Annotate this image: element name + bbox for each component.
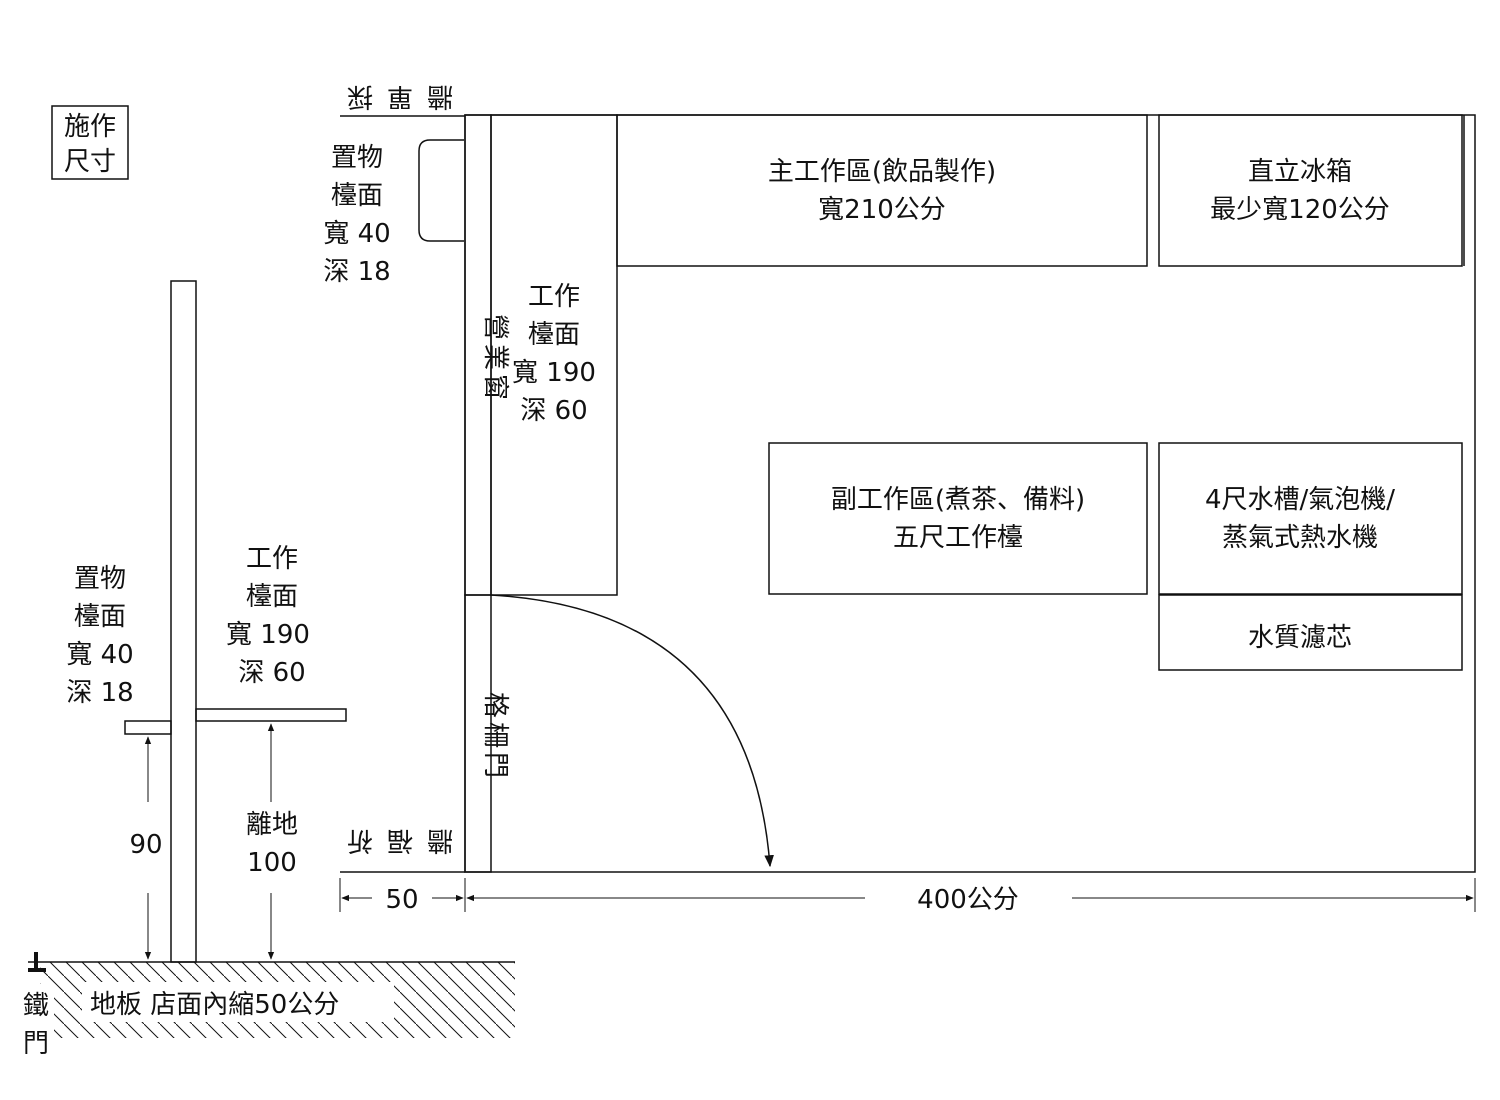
- main-work-area: [616, 114, 1148, 267]
- sink: [1158, 442, 1463, 595]
- floor-label: 地板 店面內縮50公分: [90, 990, 339, 1020]
- work-counter-label-2: 檯面: [528, 320, 580, 350]
- elevation-counter-label-2: 檯面: [246, 582, 298, 612]
- service-window-char-2: 業: [480, 344, 510, 370]
- sub-work-area-label-1: 副工作區(煮茶、備料): [831, 485, 1085, 515]
- work-counter-label-4: 深 60: [520, 396, 587, 426]
- fridge: [1158, 114, 1463, 267]
- elevation-shelf-label-2: 檯面: [74, 602, 126, 632]
- service-window-char-1: 營: [480, 314, 510, 340]
- elevation-post: [170, 280, 197, 963]
- counter-height-label-2: 100: [247, 848, 297, 878]
- top-shelf-outline: [418, 139, 464, 242]
- gate-door-char-2: 柵: [480, 722, 510, 748]
- top-shelf-label-2: 檯面: [331, 181, 383, 211]
- top-shelf-label-3: 寬 40: [323, 219, 390, 249]
- main-work-area-label-1: 主工作區(飲品製作): [768, 157, 996, 187]
- elevation-shelf-label-3: 寬 40: [66, 640, 133, 670]
- width-dim-label: 400公分: [917, 885, 1019, 915]
- elevation-counter: [195, 708, 347, 722]
- work-counter-label-1: 工作: [528, 282, 580, 312]
- gate-door-char-1: 格: [480, 692, 510, 718]
- elevation-shelf-label-4: 深 18: [66, 678, 133, 708]
- top-wall-char-2: 單: [387, 81, 413, 111]
- gate-door-char-3: 門: [480, 752, 510, 778]
- service-window-char-3: 窗: [480, 374, 510, 400]
- door-swing-arc: [490, 594, 774, 868]
- elevation-shelf: [124, 720, 172, 735]
- work-counter-label-3: 寬 190: [512, 358, 596, 388]
- construction-label-line2: 尺寸: [64, 147, 116, 177]
- top-shelf-label-1: 置物: [331, 143, 383, 173]
- bottom-wall-char-1: 祈: [347, 825, 373, 855]
- iron-door-label-bg: [18, 984, 54, 1060]
- floor-label-bg: [82, 982, 394, 1022]
- construction-label-line1: 施作: [64, 112, 116, 142]
- water-filter: [1158, 594, 1463, 671]
- bottom-wall-char-3: 牆: [427, 825, 453, 855]
- construction-label-box: [51, 105, 129, 180]
- work-counter-plan: [490, 114, 618, 596]
- water-filter-label: 水質濾芯: [1248, 623, 1352, 653]
- bottom-wall-char-2: 福: [387, 825, 413, 855]
- elevation-shelf-label-1: 置物: [74, 564, 126, 594]
- gate-door: [464, 594, 492, 873]
- elevation-counter-label-1: 工作: [246, 544, 298, 574]
- setback-dim-label: 50: [385, 885, 418, 915]
- shelf-height-label: 90: [129, 830, 162, 860]
- sub-work-area-label-2: 五尺工作檯: [893, 523, 1023, 553]
- sub-work-area: [768, 442, 1148, 595]
- fridge-label-1: 直立冰箱: [1248, 157, 1352, 187]
- iron-door-label-2: 門: [23, 1029, 49, 1059]
- counter-height-label-1: 離地: [246, 810, 298, 840]
- sink-label-2: 蒸氣式熱水機: [1222, 523, 1378, 553]
- elevation-counter-label-3: 寬 190: [226, 620, 310, 650]
- sink-label-1: 4尺水槽/氣泡機/: [1205, 485, 1395, 515]
- fridge-label-2: 最少寬120公分: [1210, 195, 1390, 225]
- main-work-area-label-2: 寬210公分: [818, 195, 946, 225]
- top-wall-char-1: 採: [347, 81, 373, 111]
- top-wall-char-3: 牆: [427, 81, 453, 111]
- elevation-counter-label-4: 深 60: [238, 658, 305, 688]
- top-shelf-label-4: 深 18: [323, 257, 390, 287]
- iron-door-label-1: 鐵: [23, 991, 49, 1021]
